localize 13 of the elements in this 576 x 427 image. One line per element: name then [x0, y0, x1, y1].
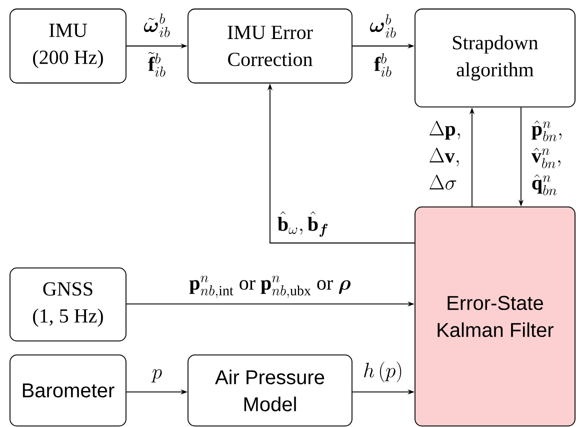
- edge-label: $\begin{array}{l}\Delta\mathbf{p},\\\Delta\mathbf{v},\\\Delta\sigma\end{array}$: [430, 120, 460, 190]
- filter-box: Error-State Kalman Filter: [414, 206, 576, 426]
- edge-label: $h\left(p\right)$: [364, 362, 402, 382]
- sensor-box: IMU (200 Hz): [10, 8, 126, 84]
- process-box: IMU Error Correction: [188, 8, 352, 84]
- edge-label: $p$: [151, 369, 162, 382]
- edge-label: $\mathbf{p}^n_{nb,\text{int}}\text{ or }\mathbf{p}^n_{nb,\text{ubx}}\text{ or }\boldsymbol{\rho}$: [189, 276, 351, 298]
- sensor-box: Barometer: [10, 354, 126, 426]
- edge-label: $\hat{\mathbf{b}}_\omega,\hat{\mathbf{b}}_{\boldsymbol{f}}$: [278, 211, 328, 237]
- sensor-box: GNSS (1, 5 Hz): [10, 268, 126, 342]
- edge-label: $\begin{array}{l}\hat{\mathbf{p}}^n_{bn},\\\hat{\mathbf{v}}^n_{bn},\\\hat{\mathbf{q}}^n_{bn}\end{array}$: [531, 120, 562, 196]
- process-box: Strapdown algorithm: [414, 8, 576, 108]
- process-box: Air Pressure Model: [188, 354, 352, 426]
